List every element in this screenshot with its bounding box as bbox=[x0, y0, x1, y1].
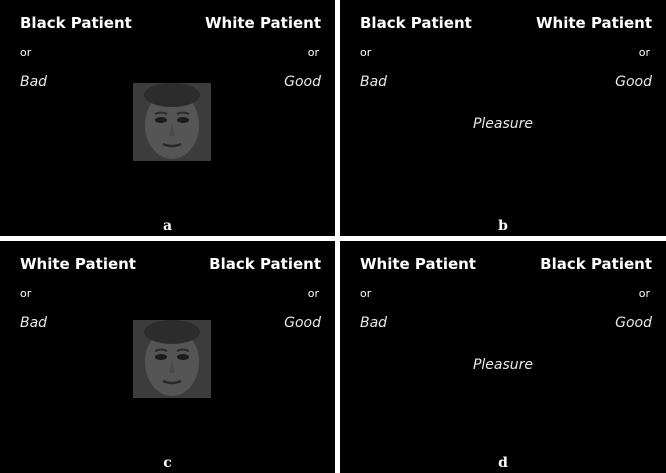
right-category-label: Black Patient bbox=[540, 255, 652, 273]
panel-label: d bbox=[340, 455, 666, 471]
left-or-connector: or bbox=[20, 287, 31, 300]
stimulus-word: Pleasure bbox=[340, 357, 666, 373]
right-attribute-label: Good bbox=[284, 74, 321, 90]
left-attribute-label: Bad bbox=[360, 74, 387, 90]
panel-label: c bbox=[0, 455, 335, 471]
panel-b: Black Patient White Patient or or Bad Go… bbox=[340, 0, 666, 236]
right-attribute-label: Good bbox=[615, 315, 652, 331]
left-category-label: White Patient bbox=[20, 255, 136, 273]
left-attribute-label: Bad bbox=[20, 74, 47, 90]
panel-d: White Patient Black Patient or or Bad Go… bbox=[340, 241, 666, 473]
face-stimulus-icon bbox=[133, 83, 211, 161]
panel-label: a bbox=[0, 218, 335, 234]
right-or-connector: or bbox=[308, 287, 319, 300]
left-attribute-label: Bad bbox=[360, 315, 387, 331]
left-or-connector: or bbox=[360, 46, 371, 59]
panel-label: b bbox=[340, 218, 666, 234]
stimulus-word: Pleasure bbox=[340, 116, 666, 132]
left-category-label: Black Patient bbox=[20, 14, 132, 32]
left-category-label: Black Patient bbox=[360, 14, 472, 32]
panel-c: White Patient Black Patient or or Bad Go… bbox=[0, 241, 335, 473]
right-category-label: White Patient bbox=[205, 14, 321, 32]
right-or-connector: or bbox=[639, 287, 650, 300]
right-or-connector: or bbox=[639, 46, 650, 59]
right-category-label: Black Patient bbox=[209, 255, 321, 273]
panel-a: Black Patient White Patient or or Bad Go… bbox=[0, 0, 335, 236]
left-or-connector: or bbox=[20, 46, 31, 59]
right-attribute-label: Good bbox=[615, 74, 652, 90]
right-category-label: White Patient bbox=[536, 14, 652, 32]
left-or-connector: or bbox=[360, 287, 371, 300]
right-or-connector: or bbox=[308, 46, 319, 59]
right-attribute-label: Good bbox=[284, 315, 321, 331]
left-attribute-label: Bad bbox=[20, 315, 47, 331]
face-stimulus-icon bbox=[133, 320, 211, 398]
left-category-label: White Patient bbox=[360, 255, 476, 273]
